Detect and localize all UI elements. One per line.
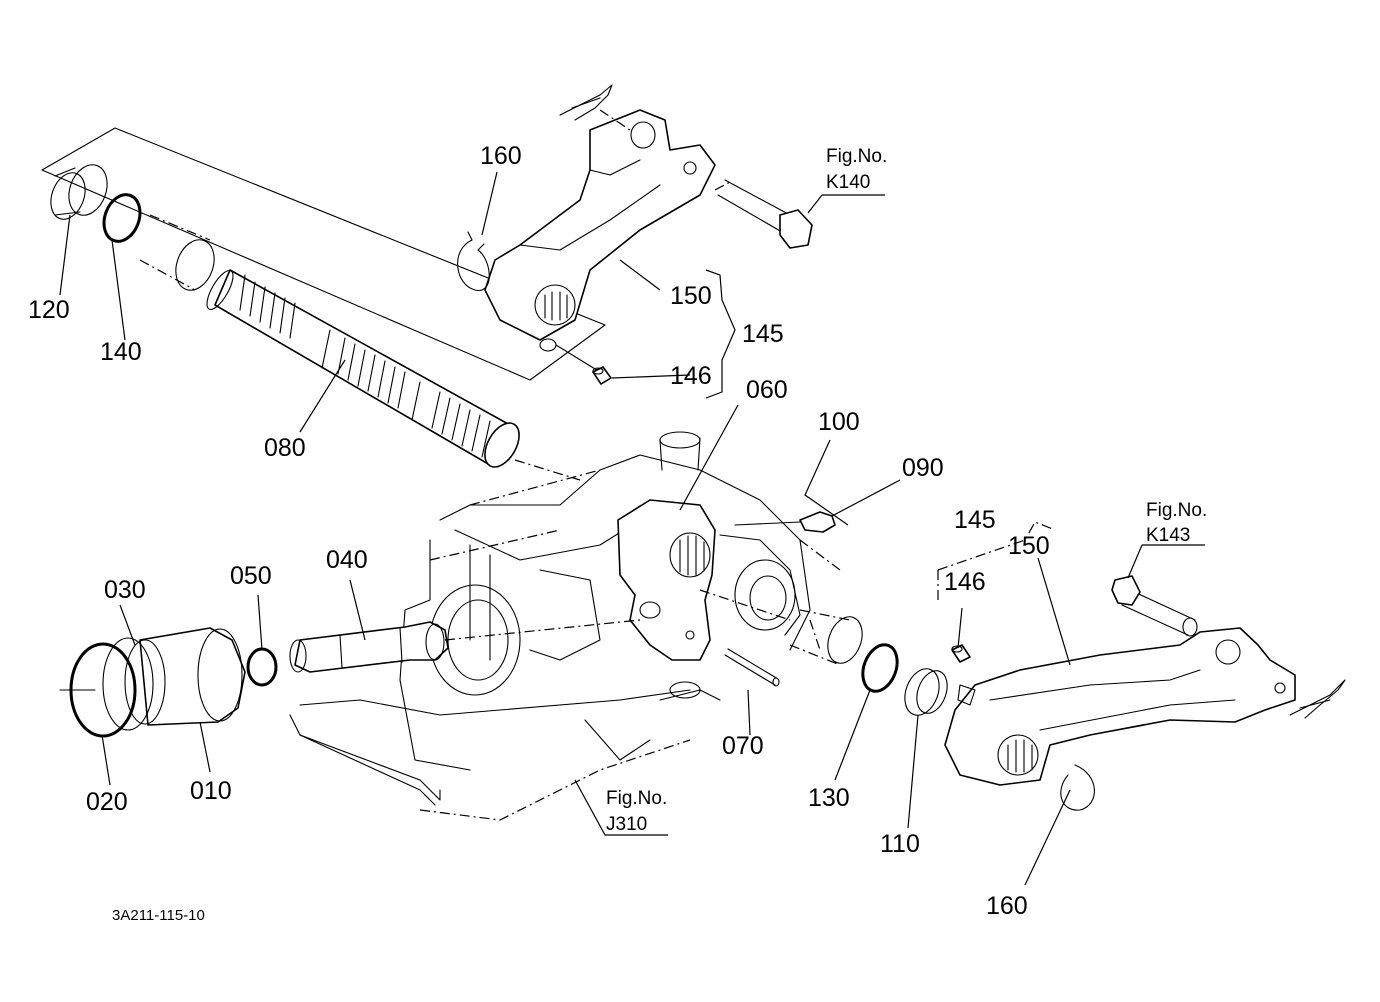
- spring-pin-070: [724, 648, 780, 687]
- transmission-housing: [289, 431, 841, 821]
- callout-146-top: 146: [670, 362, 712, 390]
- callout-020: 020: [86, 788, 128, 816]
- lift-arm-shaft-080: [206, 269, 520, 468]
- bushing-120: [50, 164, 108, 220]
- o-ring-140: [102, 193, 142, 243]
- sleeve-right-dashed: [789, 609, 863, 666]
- centerline-shaft: [514, 459, 581, 481]
- o-ring-050: [246, 647, 278, 687]
- callout-160-bottom: 160: [986, 892, 1028, 920]
- callout-146-right: 146: [944, 568, 986, 596]
- o-ring-130: [861, 643, 899, 693]
- callout-100: 100: [818, 408, 860, 436]
- fig-ref-k143-line2: K143: [1146, 525, 1190, 546]
- callout-140: 140: [100, 338, 142, 366]
- callout-010: 010: [190, 777, 232, 805]
- callout-090: 090: [902, 454, 944, 482]
- pin-146-top: [592, 366, 612, 385]
- callout-145-top: 145: [742, 320, 784, 348]
- fig-ref-j310-line1: Fig.No.: [606, 788, 667, 809]
- clevis-pin-right: [1111, 575, 1198, 637]
- leader-lines: [59, 171, 1205, 886]
- fig-ref-j310-line2: J310: [606, 814, 647, 835]
- drawing-code: 3A211-115-10: [112, 907, 205, 924]
- callout-150-right: 150: [1008, 532, 1050, 560]
- bracket-145-right-dashed: [937, 521, 1056, 600]
- snap-ring-160-top: [457, 239, 490, 291]
- centerline-piston: [444, 619, 641, 641]
- piston-010: [124, 627, 246, 726]
- r-clip-right: [1289, 679, 1346, 719]
- pin-146-right: [951, 644, 971, 663]
- callout-110: 110: [880, 830, 920, 858]
- fig-ref-k143-line1: Fig.No.: [1146, 500, 1207, 521]
- collar-sleeve-dashed: [139, 214, 215, 291]
- lift-arm-right-150: [944, 627, 1296, 786]
- callout-080: 080: [264, 434, 306, 462]
- fig-ref-k140-line2: K140: [826, 172, 870, 193]
- callout-120: 120: [28, 296, 70, 324]
- bushing-110: [904, 668, 948, 716]
- piston-rod-040: [289, 621, 449, 673]
- bolt-090: [734, 511, 836, 533]
- callout-150-top: 150: [670, 282, 712, 310]
- centerline-right: [699, 589, 791, 621]
- shaft-outline-box: [41, 127, 606, 381]
- callout-160-top: 160: [480, 142, 522, 170]
- callout-145-right: 145: [954, 506, 996, 534]
- snap-ring-160-right: [1060, 764, 1095, 811]
- callout-040: 040: [326, 546, 368, 574]
- lift-arm-060: [617, 499, 716, 661]
- r-clip-top: [559, 84, 631, 131]
- callout-030: 030: [104, 576, 146, 604]
- callout-130: 130: [808, 784, 850, 812]
- callout-050: 050: [230, 562, 272, 590]
- callout-labels: 120 140 080 160 150 145 146 060 100 090 …: [28, 142, 1207, 924]
- fig-ref-k140-line1: Fig.No.: [826, 146, 887, 167]
- callout-070: 070: [722, 732, 764, 760]
- clevis-pin-top: [714, 179, 813, 249]
- backup-ring-030: [102, 637, 154, 731]
- callout-060: 060: [746, 376, 788, 404]
- lift-arm-top-150: [484, 109, 716, 373]
